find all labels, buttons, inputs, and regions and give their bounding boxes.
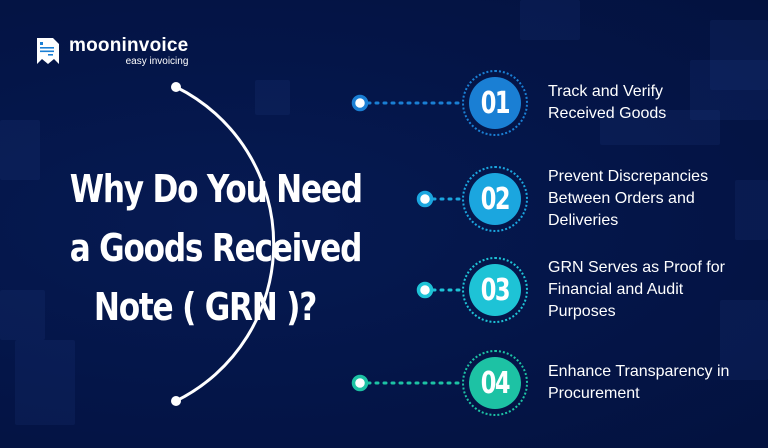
number-badge: 04 xyxy=(462,350,528,416)
number-badge: 01 xyxy=(462,70,528,136)
brand-tagline: easy invoicing xyxy=(125,56,189,67)
receipt-icon xyxy=(37,38,59,64)
number-badge: 03 xyxy=(462,257,528,323)
brand-name: mooninvoice xyxy=(69,35,189,56)
item-text: Prevent Discrepancies Between Orders and… xyxy=(548,168,709,229)
item-text: GRN Serves as Proof for Financial and Au… xyxy=(548,259,725,320)
list-item-2: 02 Prevent Discrepancies Between Orders … xyxy=(462,166,738,232)
bg-square xyxy=(520,0,580,40)
badge-number: 01 xyxy=(480,85,511,121)
item-text: Enhance Transparency in Procurement xyxy=(548,363,730,402)
bg-square xyxy=(735,180,768,240)
arc-marker-4 xyxy=(351,374,369,392)
title-line-1: Why Do You Need xyxy=(69,167,363,211)
bg-square xyxy=(690,60,768,120)
bg-square xyxy=(720,300,768,380)
arc-endpoint-top xyxy=(171,82,181,92)
badge-number: 03 xyxy=(480,272,511,308)
badge-number: 04 xyxy=(480,365,511,401)
bg-square xyxy=(0,290,45,340)
number-badge: 02 xyxy=(462,166,528,232)
arc-marker-2 xyxy=(416,190,434,208)
page-title: Why Do You Need a Goods Received Note ( … xyxy=(69,160,363,337)
title-line-3: Note ( GRN )? xyxy=(93,285,318,329)
arc-endpoint-bottom xyxy=(171,396,181,406)
title-line-2: a Goods Received xyxy=(69,226,363,270)
arc-marker-1 xyxy=(351,94,369,112)
bg-square xyxy=(710,20,768,90)
bg-square xyxy=(255,80,290,115)
brand-logo: mooninvoice easy invoicing xyxy=(35,36,188,68)
item-text: Track and Verify Received Goods xyxy=(548,83,667,122)
list-item-1: 01 Track and Verify Received Goods xyxy=(462,70,698,136)
arc-marker-3 xyxy=(416,281,434,299)
list-item-4: 04 Enhance Transparency in Procurement xyxy=(462,350,748,416)
bg-square xyxy=(15,340,75,425)
list-item-3: 03 GRN Serves as Proof for Financial and… xyxy=(462,257,738,323)
bg-square xyxy=(0,120,40,180)
badge-number: 02 xyxy=(480,181,511,217)
bg-square xyxy=(600,110,720,145)
